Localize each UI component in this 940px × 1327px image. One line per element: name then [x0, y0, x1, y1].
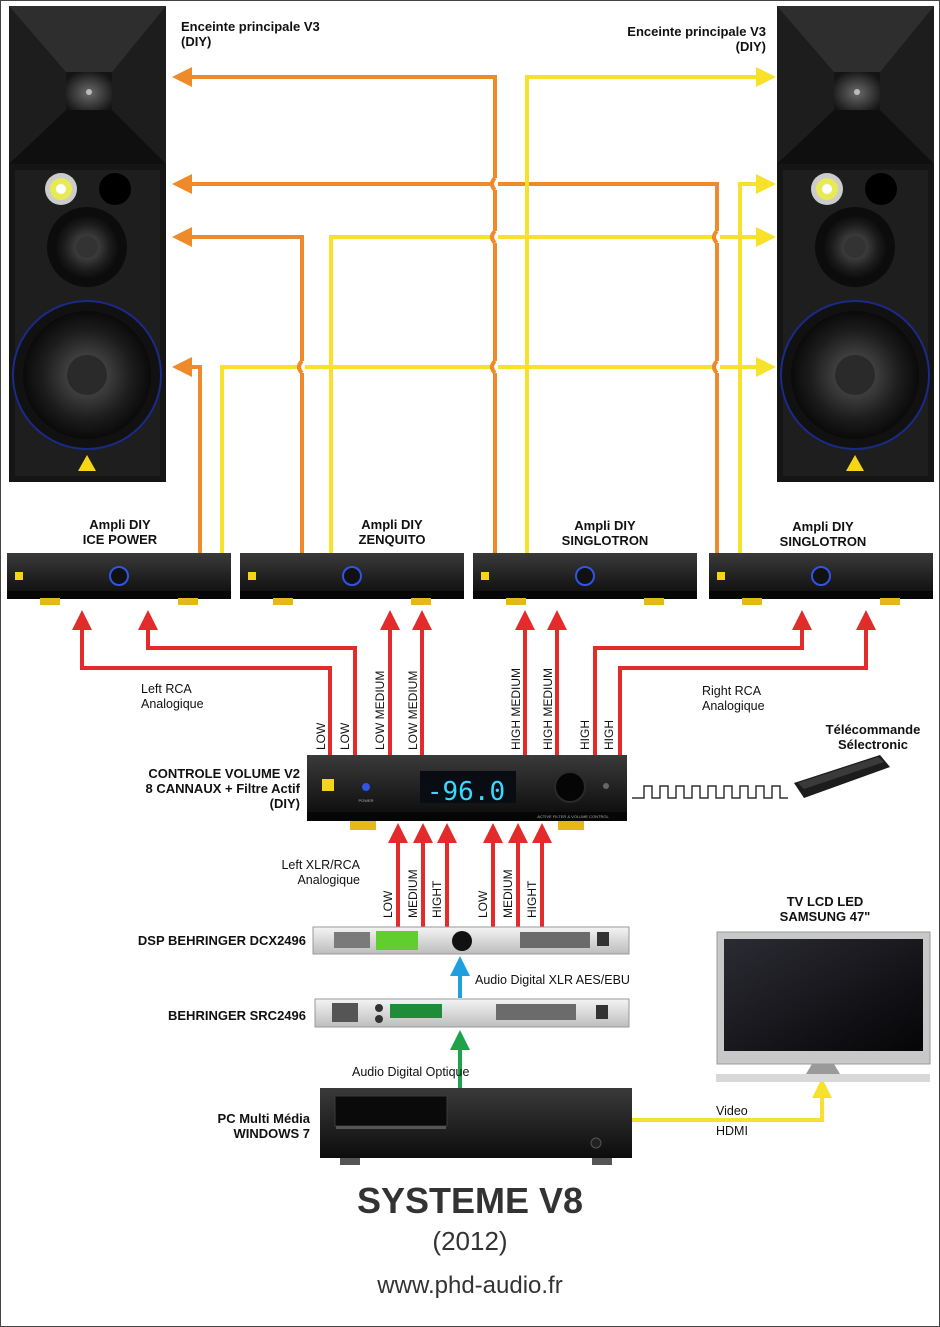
amp-label-singlotron-2: Ampli DIY SINGLOTRON	[779, 519, 867, 549]
channel-label-high-medium-2: HIGH MEDIUM	[541, 668, 555, 750]
wire-high-left	[190, 75, 497, 553]
pc-title: PC Multi Média WINDOWS 7	[217, 1111, 310, 1141]
optical-arrow	[450, 1030, 470, 1050]
src-behringer-src2496	[314, 998, 630, 1028]
left-xlr-label: Left XLR/RCA Analogique	[281, 858, 360, 887]
arrow-low-medium-right	[756, 227, 776, 247]
channel-label-low-2: LOW	[338, 722, 352, 750]
arrow-high-right	[756, 67, 776, 87]
remote-title: Télécommande Sélectronic	[825, 722, 921, 752]
footer-site: www.phd-audio.fr	[377, 1272, 563, 1299]
wire-high-medium-right	[738, 182, 758, 553]
wire-high-right	[525, 75, 758, 553]
left-speaker-wiring	[190, 75, 719, 553]
speaker-left	[9, 6, 166, 482]
arrow-low-left	[172, 357, 192, 377]
speaker-right-title: Enceinte principale V3 (DIY)	[627, 24, 766, 54]
amp-label-singlotron-1: Ampli DIY SINGLOTRON	[561, 518, 649, 548]
volume-controller	[307, 755, 627, 830]
controller-title: CONTROLE VOLUME V2 8 CANNAUX + Filtre Ac…	[145, 766, 300, 811]
dsp-channel-low-2: LOW	[476, 890, 490, 918]
arrow-high-medium-right	[756, 174, 776, 194]
dsp-channel-medium-2: MEDIUM	[501, 869, 515, 918]
dsp-channel-hight-2: HIGHT	[525, 880, 539, 918]
dsp-behringer-dcx2496	[312, 926, 630, 955]
hdmi-label: HDMI	[716, 1124, 748, 1138]
channel-label-low-1: LOW	[314, 722, 328, 750]
channel-label-low-medium-2: LOW MEDIUM	[406, 670, 420, 750]
channel-label-high-medium-1: HIGH MEDIUM	[509, 668, 523, 750]
aes-label: Audio Digital XLR AES/EBU	[475, 973, 630, 987]
footer-year: (2012)	[432, 1226, 508, 1256]
controller-power-label: POWER	[358, 798, 373, 803]
amp-singlotron-2	[709, 553, 933, 605]
footer-title: SYSTEME V8	[356, 1180, 584, 1221]
controller-bottom-label: ACTIVE FILTER & VOLUME CONTROL	[537, 814, 609, 819]
tv-samsung	[716, 931, 931, 1082]
channel-label-high-2: HIGH	[602, 720, 616, 750]
src-label: BEHRINGER SRC2496	[168, 1008, 306, 1023]
speaker-left-title: Enceinte principale V3 (DIY)	[181, 19, 320, 49]
wire-low-medium-right	[329, 235, 758, 553]
wire-low-medium-left	[190, 235, 304, 553]
dsp-channel-hight-1: HIGHT	[430, 880, 444, 918]
controller-outputs	[80, 628, 868, 755]
arrow-high-left	[172, 67, 192, 87]
wire-low-left	[190, 365, 202, 553]
dsp-outputs	[396, 842, 544, 928]
wire-low-right	[220, 365, 758, 553]
arrow-low-medium-left	[172, 227, 192, 247]
hdmi-link	[632, 1096, 824, 1122]
amp-label-ice-power: Ampli DIY ICE POWER	[82, 517, 158, 547]
tv-title: TV LCD LED SAMSUNG 47"	[779, 894, 871, 924]
channel-label-high-1: HIGH	[578, 720, 592, 750]
remote-control	[794, 755, 890, 798]
left-rca-label: Left RCA Analogique	[141, 682, 204, 711]
dsp-label: DSP BEHRINGER DCX2496	[137, 933, 306, 948]
video-label: Video	[716, 1104, 748, 1118]
aes-arrow	[450, 956, 470, 976]
ir-signal	[632, 785, 788, 799]
amp-zenquito	[240, 553, 464, 605]
hdmi-arrow	[812, 1078, 832, 1098]
wire-high-medium-left	[190, 182, 719, 553]
right-speaker-wiring	[220, 75, 758, 553]
dsp-channel-low-1: LOW	[381, 890, 395, 918]
channel-label-low-medium-1: LOW MEDIUM	[373, 670, 387, 750]
right-rca-label: Right RCA Analogique	[702, 684, 765, 713]
amp-singlotron-1	[473, 553, 697, 605]
controller-display: -96.0	[427, 777, 505, 807]
amp-label-zenquito: Ampli DIY ZENQUITO	[358, 517, 426, 547]
amp-ice-power	[7, 553, 231, 605]
speaker-right	[777, 6, 934, 482]
arrow-low-right	[756, 357, 776, 377]
pc-multimedia	[320, 1088, 632, 1165]
arrow-high-medium-left	[172, 174, 192, 194]
dsp-channel-medium-1: MEDIUM	[406, 869, 420, 918]
optical-label: Audio Digital Optique	[352, 1065, 470, 1079]
